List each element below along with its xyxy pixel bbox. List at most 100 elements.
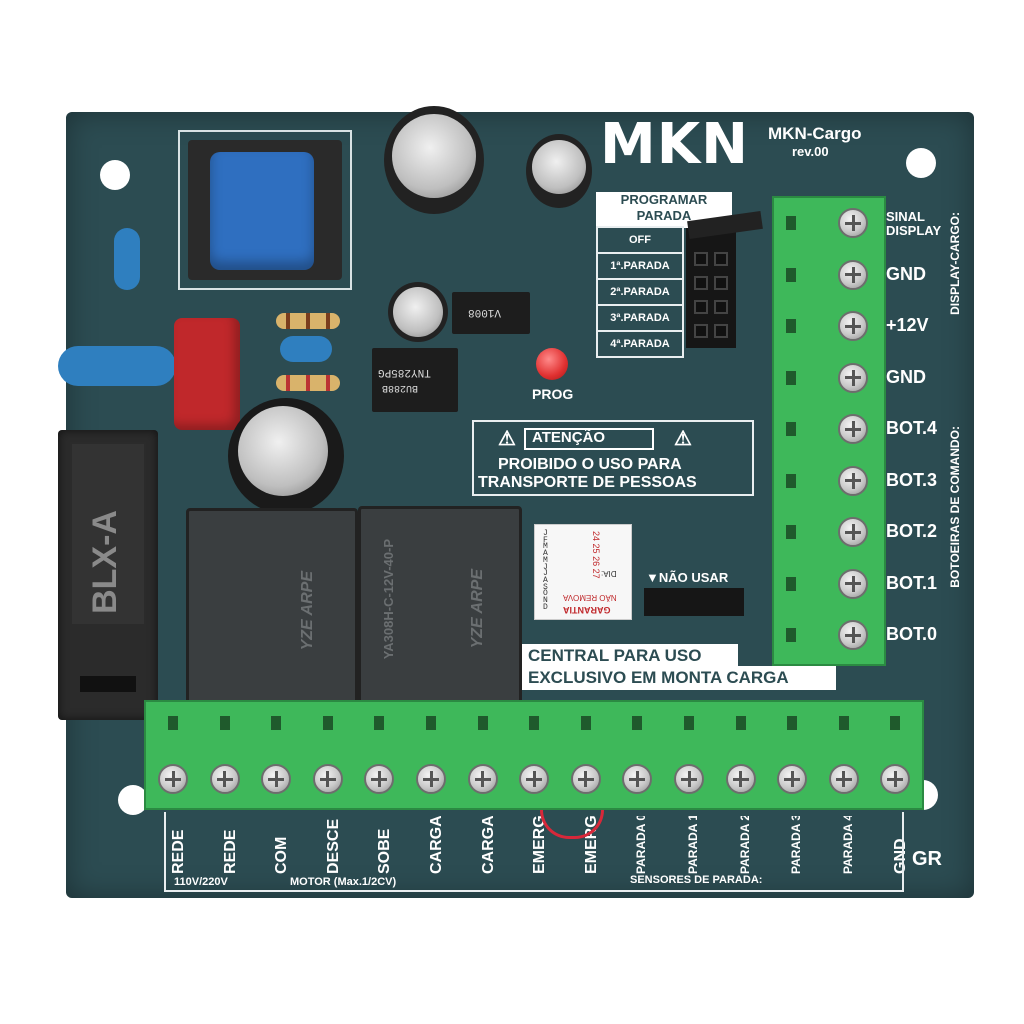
month: M — [543, 542, 548, 552]
terminal-screw[interactable] — [158, 764, 188, 794]
model-name: MKN-Cargo — [768, 124, 862, 143]
prog-label: PROG — [532, 386, 574, 402]
central-line-2: EXCLUSIVO EM MONTA CARGA — [528, 668, 789, 687]
right-terminal-label: BOT.3 — [886, 469, 938, 490]
jumper-header[interactable] — [686, 210, 763, 348]
option-parada-1: 1ª.PARADA — [596, 252, 684, 280]
terminal-slot — [787, 716, 798, 730]
electrolytic-capacitor — [228, 398, 344, 514]
fuse-holder[interactable]: BLX-A — [58, 430, 158, 720]
terminal-screw[interactable] — [838, 465, 868, 496]
terminal-screw[interactable] — [416, 764, 446, 794]
group-display-label: DISPLAY-CARGO: — [948, 212, 962, 315]
terminal-slot — [786, 576, 796, 591]
programar-title: PROGRAMAR — [620, 192, 708, 207]
warranty-number: 27 — [591, 568, 601, 579]
ic-label: TNY285PG — [378, 366, 431, 378]
electrolytic-capacitor — [384, 106, 484, 214]
terminal-screw[interactable] — [622, 764, 653, 794]
revision: rev.00 — [792, 144, 829, 159]
option-off: OFF — [596, 226, 684, 254]
terminal-screw[interactable] — [209, 764, 240, 794]
terminal-screw[interactable] — [838, 259, 868, 290]
month: S — [543, 582, 548, 592]
month: O — [543, 589, 548, 599]
month: A — [543, 549, 548, 559]
terminal-slot — [786, 267, 796, 282]
right-terminal-label: BOT.1 — [886, 572, 938, 593]
terminal-screw[interactable] — [467, 764, 498, 794]
option-parada-2: 2ª.PARADA — [596, 278, 684, 306]
terminal-slot — [374, 716, 385, 730]
terminal-screw[interactable] — [725, 764, 756, 794]
terminal-slot — [890, 716, 901, 730]
central-box: CENTRAL PARA USO EXCLUSIVO EM MONTA CARG… — [516, 644, 836, 692]
terminal-slot — [786, 628, 796, 642]
terminal-slot — [735, 716, 746, 730]
terminal-slot — [168, 716, 178, 730]
terminal-slot — [684, 716, 694, 730]
terminal-screw[interactable] — [312, 764, 343, 794]
right-terminal-label: SINAL DISPLAY — [886, 209, 942, 238]
film-capacitor — [174, 318, 240, 430]
terminal-screw[interactable] — [838, 568, 868, 599]
terminal-slot — [426, 716, 436, 730]
terminal-slot — [786, 525, 796, 539]
option-parada-3: 3ª.PARADA — [596, 304, 684, 332]
transformer — [178, 130, 352, 290]
relay: YZE ARPE — [186, 508, 358, 720]
terminal-screw[interactable] — [261, 764, 292, 794]
warning-line-1: PROIBIDO O USO PARA — [498, 456, 682, 473]
terminal-screw[interactable] — [828, 764, 859, 794]
terminal-screw[interactable] — [838, 208, 868, 238]
relay-brand: YZE ARPE — [469, 569, 486, 649]
warranty-label: GARANTIA — [563, 605, 611, 615]
terminal-screw[interactable] — [880, 764, 911, 794]
resistor — [276, 375, 340, 391]
terminal-screw[interactable] — [838, 311, 868, 341]
right-terminal-label: GND — [886, 263, 926, 284]
terminal-screw[interactable] — [838, 414, 868, 444]
warranty-number: 25 — [591, 543, 601, 554]
relay-brand: YZE ARPE — [299, 571, 316, 651]
warning-icon: ⚠ — [498, 428, 516, 450]
month: J — [543, 529, 548, 538]
terminal-screw[interactable] — [674, 764, 704, 794]
terminal-screw[interactable] — [838, 517, 868, 547]
relay-part: YA308H-C-12V-40-P — [381, 539, 396, 660]
ic-chip: TNY285PG BU288B — [372, 348, 458, 412]
warranty-sub: NÃO REMOVA — [563, 593, 617, 602]
terminal-slot — [477, 716, 488, 730]
right-terminal-label: GND — [886, 366, 926, 387]
warranty-dia: DIA: — [601, 569, 617, 578]
terminal-slot — [632, 716, 643, 730]
terminal-slot — [838, 716, 849, 730]
terminal-screw[interactable] — [519, 764, 550, 794]
right-terminal-label: +12V — [886, 315, 929, 335]
terminal-slot — [219, 716, 230, 730]
terminal-slot — [786, 319, 796, 333]
ceramic-capacitor — [114, 228, 140, 290]
warranty-number: 24 — [591, 531, 601, 542]
month: J — [543, 562, 548, 572]
nao-usar-label: ▼NÃO USAR — [646, 570, 729, 585]
month: F — [543, 535, 548, 545]
warning-box: ⚠ ⚠ ATENÇÃO PROIBIDO O USO PARA TRANSPOR… — [472, 420, 754, 496]
led-indicator — [536, 348, 568, 380]
terminal-slot — [786, 370, 796, 385]
terminal-screw[interactable] — [838, 362, 868, 393]
group-sensores-label: SENSORES DE PARADA: — [630, 874, 763, 886]
warning-line-2: TRANSPORTE DE PESSOAS — [478, 474, 697, 491]
ceramic-capacitor — [280, 336, 332, 362]
terminal-slot — [786, 473, 796, 488]
electrolytic-capacitor — [388, 282, 448, 342]
terminal-screw[interactable] — [364, 764, 395, 794]
month: A — [543, 575, 548, 585]
group-rede-label: 110V/220V — [174, 876, 228, 888]
right-terminal-label: BOT.4 — [886, 418, 938, 438]
terminal-screw[interactable] — [838, 620, 868, 650]
warning-icon: ⚠ — [674, 428, 692, 450]
terminal-screw[interactable] — [777, 764, 808, 794]
terminal-screw[interactable] — [570, 764, 601, 794]
